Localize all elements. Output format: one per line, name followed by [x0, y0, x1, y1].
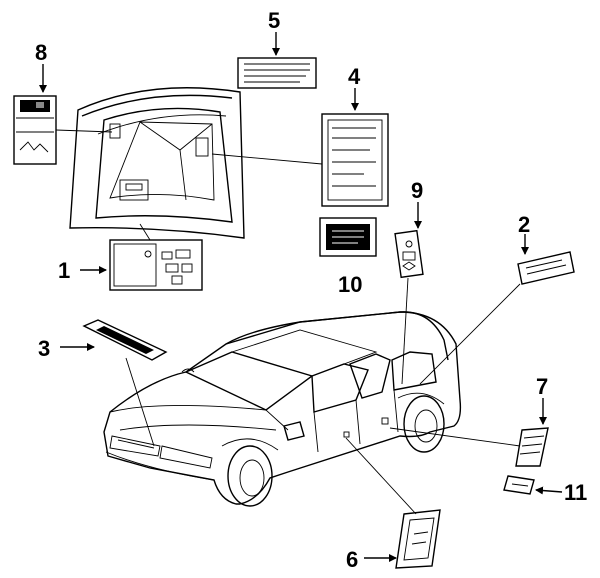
callout-2: 2: [518, 212, 530, 237]
callout-3: 3: [38, 336, 50, 361]
label-6: [345, 437, 441, 569]
hood: [69, 87, 245, 239]
callout-6: 6: [346, 547, 358, 572]
callout-7: 7: [536, 374, 548, 399]
label-10: [319, 217, 377, 257]
label-2: [419, 251, 575, 385]
label-9: [394, 229, 424, 385]
label-1-engine-emission: [109, 223, 203, 291]
callout-5: 5: [268, 8, 280, 33]
callout-10: 10: [338, 272, 362, 297]
label-5: [237, 57, 317, 89]
callout-8: 8: [35, 40, 47, 65]
callout-arrows: [39, 32, 563, 562]
label-11: [503, 475, 535, 495]
car-wagon: [103, 311, 462, 507]
callout-4: 4: [348, 64, 361, 89]
callout-9: 9: [411, 178, 423, 203]
label-7: [389, 427, 549, 467]
callout-11: 11: [564, 480, 587, 505]
label-8: [13, 95, 113, 165]
callout-1: 1: [58, 258, 70, 283]
label-3: [82, 319, 168, 447]
callout-numbers: 1 2 3 4 5 6 7 8 9 10 11: [35, 8, 587, 572]
label-4-vacuum-hose: [211, 113, 389, 207]
